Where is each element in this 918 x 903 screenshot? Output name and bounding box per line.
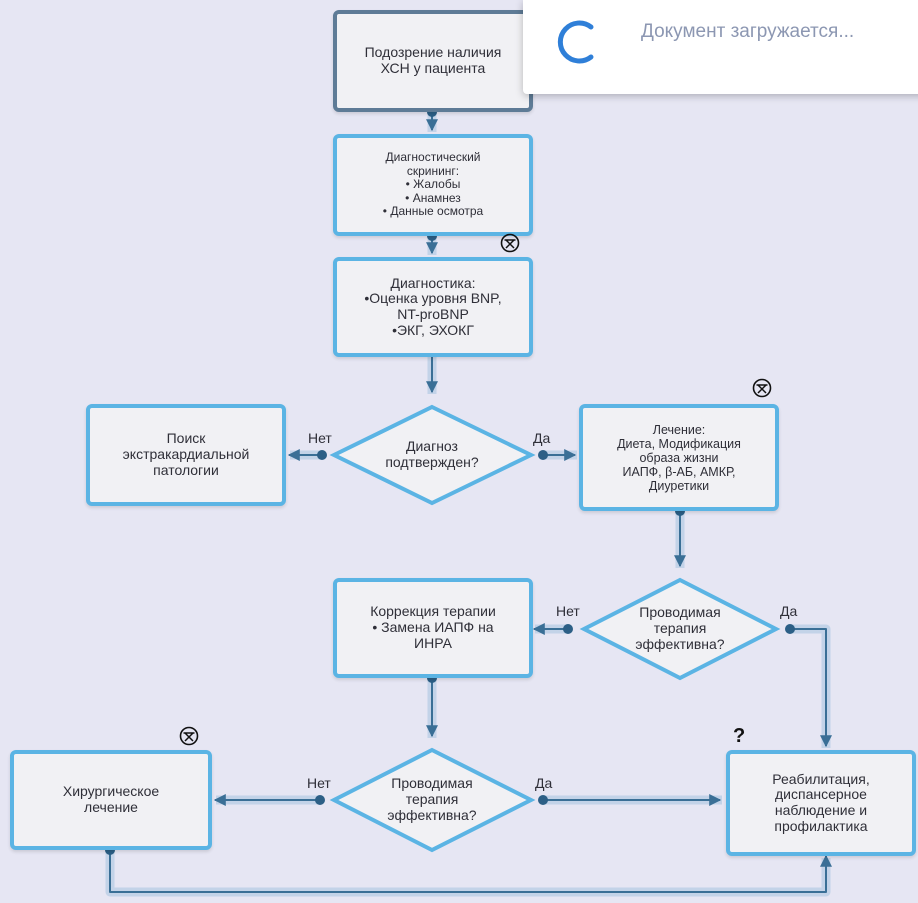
node-diagnostic-screening-text: Диагностический скрининг: • Жалобы • Ана… [382,150,484,219]
node-therapy-correction[interactable]: Коррекция терапии • Замена ИАПФ на ИНРА [333,578,533,678]
connector-dot [538,795,548,805]
decision-therapy-effective-1-text: Проводимая терапия эффективна? [635,604,725,652]
node-suspect-chf[interactable]: Подозрение наличия ХСН у пациента [333,10,533,112]
edge-halo [790,624,831,748]
node-extracardiac-search[interactable]: Поиск экстракардиальной патологии [86,404,286,506]
loading-toast: Документ загружается... [523,0,918,94]
edge-halo [105,850,831,897]
edge-label-no-1: Нет [308,430,332,446]
node-surgery[interactable]: Хирургическое лечение [10,750,212,850]
edge-label-yes-2: Да [780,603,798,619]
connector-dot [785,624,795,634]
connector-dot [317,450,327,460]
edge-label-no-3: Нет [307,775,331,791]
connector-dot [538,450,548,460]
edge-surgery-rehab [109,850,832,893]
node-rehabilitation[interactable]: Реабилитация, диспансерное наблюдение и … [726,750,916,856]
clinical-guideline-icon[interactable] [179,726,199,746]
question-mark-icon[interactable]: ? [733,725,746,747]
decision-therapy-effective-2[interactable]: Проводимая терапия эффективна? [352,767,512,833]
decision-effective1-shape [579,577,781,681]
edge-decision2-rehab [790,628,832,748]
decision-diagnosis-text: Диагноз подтвержден? [385,438,479,470]
node-treatment[interactable]: Лечение: Диета, Модификация образа жизни… [579,404,779,511]
decision-diagnosis[interactable]: Диагноз подтвержден? [352,425,512,485]
node-surgery-text: Хирургическое лечение [62,783,160,815]
node-treatment-text: Лечение: Диета, Модификация образа жизни… [617,422,741,493]
node-diagnostic-screening[interactable]: Диагностический скрининг: • Жалобы • Ана… [333,134,533,236]
node-diagnostics[interactable]: Диагностика: •Оценка уровня BNP, NT-proB… [333,257,533,357]
node-rehabilitation-text: Реабилитация, диспансерное наблюдение и … [772,770,870,834]
connector-dot [563,624,573,634]
edge-label-no-2: Нет [556,603,580,619]
connector-dot [315,795,325,805]
node-therapy-correction-text: Коррекция терапии • Замена ИАПФ на ИНРА [370,603,496,651]
node-diagnostics-text: Диагностика: •Оценка уровня BNP, NT-proB… [364,274,502,338]
decision-effective2-shape [329,747,536,853]
decision-therapy-effective-2-text: Проводимая терапия эффективна? [387,775,477,823]
loading-spinner-icon [557,20,594,64]
loading-text: Документ загружается... [641,21,855,42]
clinical-guideline-icon[interactable] [752,378,772,398]
node-suspect-chf-text: Подозрение наличия ХСН у пациента [364,44,502,76]
node-extracardiac-search-text: Поиск экстракардиальной патологии [122,430,250,478]
clinical-guideline-icon[interactable] [500,233,520,253]
edge-label-yes-3: Да [535,775,553,791]
decision-therapy-effective-1[interactable]: Проводимая терапия эффективна? [600,596,760,662]
edge-label-yes-1: Да [533,430,551,446]
decision-diagnosis-shape [329,404,536,506]
